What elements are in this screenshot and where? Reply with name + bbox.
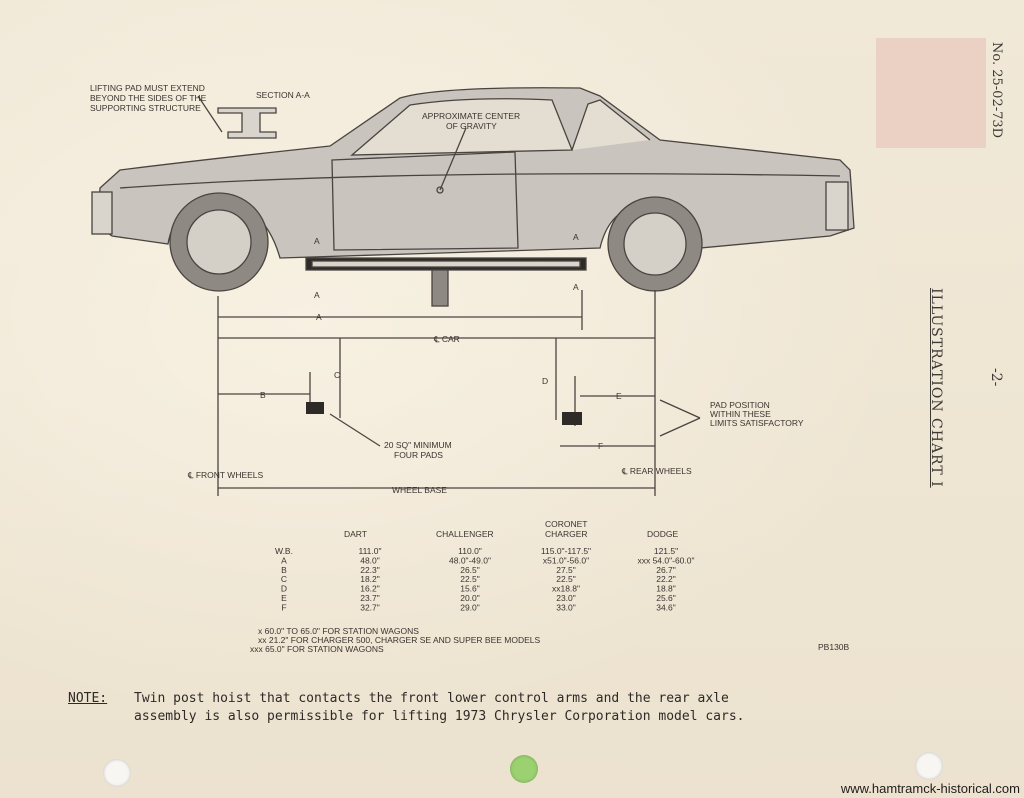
col-header: DART <box>344 529 367 539</box>
note: NOTE: Twin post hoist that contacts the f… <box>68 690 744 726</box>
table-cell: 20.0" <box>460 593 480 603</box>
front-pad <box>306 402 324 414</box>
table-cell: 33.0" <box>556 602 576 612</box>
binder-hole <box>103 759 131 787</box>
binder-hole <box>510 755 538 783</box>
table-cell: x51.0"-56.0" <box>543 555 589 565</box>
dim-car-centerline: ℄ CAR <box>433 334 460 344</box>
callout-pad-size-1: 20 SQ" MINIMUM <box>384 440 452 450</box>
table-cell: 48.0" <box>360 555 380 565</box>
dim-d: D <box>542 376 548 386</box>
col-header: CHALLENGER <box>436 529 494 539</box>
car-window <box>350 98 573 156</box>
callout-pad-position-2: WITHIN THESE <box>710 409 771 419</box>
table-cell: 18.8" <box>656 584 676 594</box>
table-cell: 22.2" <box>656 574 676 584</box>
row-label: W.B. <box>275 546 293 556</box>
table-cell: 23.7" <box>360 593 380 603</box>
row-label: B <box>281 565 287 575</box>
callout-lifting-pad-3: SUPPORTING STRUCTURE <box>90 103 201 113</box>
row-label: E <box>281 593 287 603</box>
table-cell: 115.0"-117.5" <box>541 546 591 556</box>
callout-pad-size-2: FOUR PADS <box>394 450 443 460</box>
table-cell: 15.6" <box>460 584 480 594</box>
headlight <box>91 191 113 235</box>
footnote: xxx 65.0" FOR STATION WAGONS <box>250 644 384 654</box>
front-wheels-label: ℄ FRONT WHEELS <box>187 470 264 480</box>
dim-a: A <box>316 312 322 322</box>
marker-a: A <box>314 236 320 246</box>
callout-gravity-1: APPROXIMATE CENTER <box>422 111 520 121</box>
footnote: x 60.0" TO 65.0" FOR STATION WAGONS <box>258 626 419 636</box>
table-cell: 121.5" <box>654 546 678 556</box>
footnote: xx 21.2" FOR CHARGER 500, CHARGER SE AND… <box>258 635 541 645</box>
callout-pad-position-1: PAD POSITION <box>710 400 770 410</box>
table-cell: 29.0" <box>460 602 480 612</box>
taillight <box>825 181 849 231</box>
row-label: F <box>281 602 286 612</box>
table-cell: 111.0" <box>358 546 381 556</box>
table-cell: xx18.8" <box>552 584 580 594</box>
row-label: A <box>281 555 287 565</box>
table-cell: 32.7" <box>360 602 380 612</box>
table-cell: 22.5" <box>460 574 480 584</box>
col-header: DODGE <box>647 529 679 539</box>
table-cell: 110.0" <box>458 546 482 556</box>
note-text-line2: assembly is also permissible for lifting… <box>134 709 745 724</box>
marker-a: A <box>573 232 579 242</box>
table-cell: 48.0"-49.0" <box>449 555 491 565</box>
table-cell: 16.2" <box>360 584 380 594</box>
note-text-line1: Twin post hoist that contacts the front … <box>134 691 729 706</box>
callout-lifting-pad-1: LIFTING PAD MUST EXTEND <box>90 83 205 93</box>
callout-pad-position-3: LIMITS SATISFACTORY <box>710 418 804 428</box>
dim-c: C <box>334 370 340 380</box>
callout-section-aa: SECTION A-A <box>256 90 310 100</box>
row-label: D <box>281 584 287 594</box>
table-cell: 27.5" <box>556 565 576 575</box>
dim-e: E <box>616 391 622 401</box>
col-header: CHARGER <box>545 529 588 539</box>
table-cell: 25.6" <box>656 593 676 603</box>
table-cell: 18.2" <box>360 574 380 584</box>
col-header: CORONET <box>545 519 588 529</box>
note-label: NOTE: <box>68 691 108 706</box>
marker-a: A <box>573 282 579 292</box>
dim-b: B <box>260 390 266 400</box>
stamp-mark <box>876 38 986 148</box>
table-cell: 34.6" <box>656 602 676 612</box>
callout-gravity-2: OF GRAVITY <box>446 121 497 131</box>
table-cell: xxx 54.0"-60.0" <box>637 555 694 565</box>
figure-code: PB130B <box>818 642 850 652</box>
table-cell: 22.3" <box>360 565 380 575</box>
row-label: C <box>281 574 287 584</box>
site-watermark: www.hamtramck-historical.com <box>840 781 1020 796</box>
callout-lifting-pad-2: BEYOND THE SIDES OF THE <box>90 93 207 103</box>
table-cell: 26.5" <box>460 565 480 575</box>
table-cell: 22.5" <box>556 574 576 584</box>
wheel-base-label: WHEEL BASE <box>392 485 447 495</box>
binder-hole <box>915 752 943 780</box>
rear-wheels-label: ℄ REAR WHEELS <box>621 466 692 476</box>
dim-f: F <box>598 441 603 451</box>
table-cell: 23.0" <box>556 593 576 603</box>
table-cell: 26.7" <box>656 565 676 575</box>
marker-a: A <box>314 290 320 300</box>
rear-pad <box>562 412 582 425</box>
